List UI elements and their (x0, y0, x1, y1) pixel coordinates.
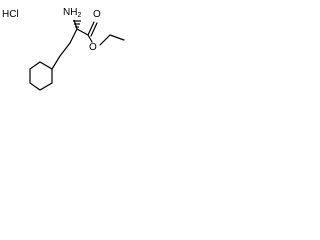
amine-label: NH2 (63, 7, 81, 19)
ch2-to-ch2-bond (59, 42, 71, 57)
salt-label: HCl (2, 9, 19, 20)
carbonyl-oxygen-label: O (93, 9, 101, 20)
oxygen-to-ethyl-bond (99, 34, 111, 46)
ch2-to-stereocenter-bond (69, 28, 78, 44)
amine-label-subscript: 2 (77, 12, 81, 19)
carbonyl-double-bond-1 (87, 21, 95, 36)
amine-label-main: NH (63, 7, 77, 18)
carbonyl-to-ester-oxygen-bond (87, 34, 93, 43)
ethyl-bond (109, 34, 125, 41)
structure-canvas: HCl NH2 O O (0, 0, 140, 97)
ring-to-ch2-bond (51, 55, 61, 70)
ester-oxygen-label: O (89, 42, 97, 53)
structure-drawing: HCl NH2 O O (2, 7, 125, 91)
amine-hashed-wedge (73, 19, 81, 30)
carbonyl-double-bond-2 (90, 22, 98, 37)
cyclohexane-ring (29, 61, 53, 91)
stereocenter-to-carbonyl-bond (76, 28, 89, 36)
